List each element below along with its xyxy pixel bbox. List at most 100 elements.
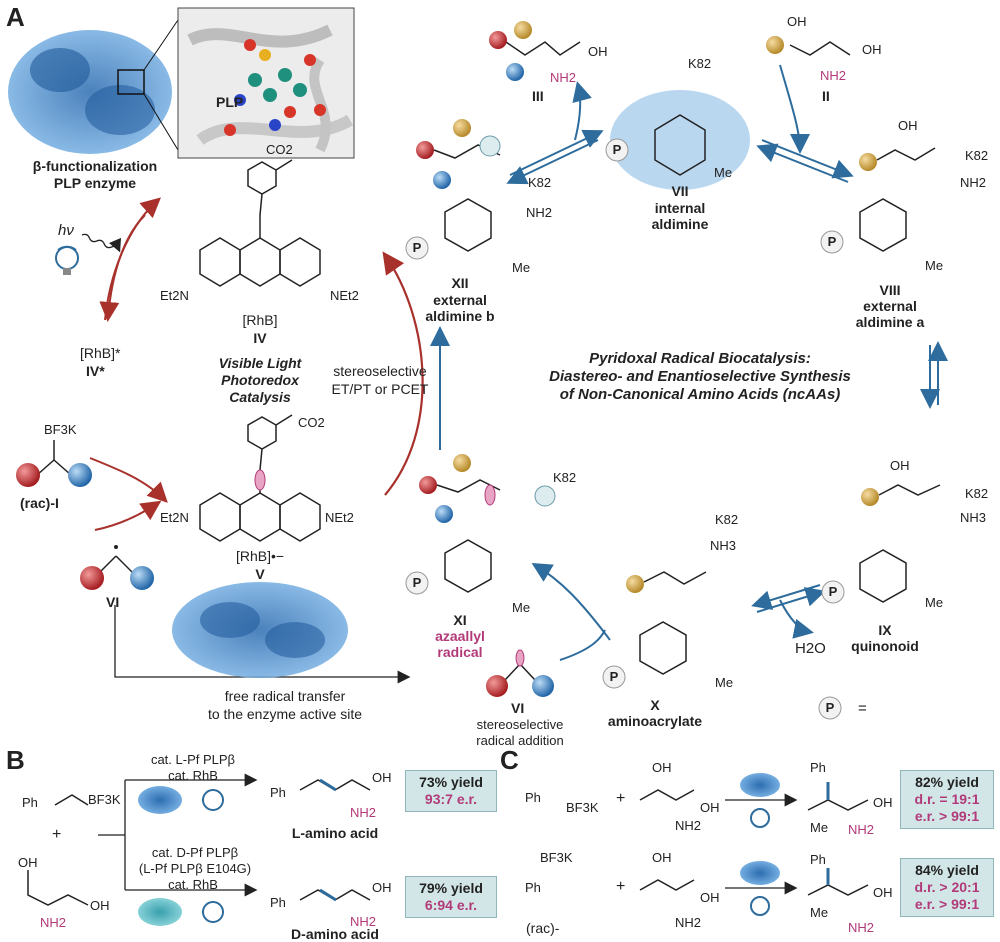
net2-iv: NEt2	[330, 288, 359, 303]
photoredox-title-3: Catalysis	[229, 389, 291, 405]
p-ix: P	[828, 584, 838, 599]
c-oh-prod-2: OH	[873, 885, 893, 900]
radical-addition-arrow-tail	[559, 629, 606, 661]
release-arrow	[572, 81, 592, 141]
xii-me: Me	[512, 260, 531, 275]
rhb-iv-name: [RhB]	[242, 312, 278, 328]
c-nh2-2: NH2	[675, 915, 702, 930]
b-bot-cond-2: (L-Pf PLPβ E104G)	[138, 861, 252, 876]
radical-vi-left	[80, 545, 154, 590]
vi-right-label: VI	[511, 700, 525, 716]
transfer-line-2: to the enzyme active site	[207, 706, 363, 722]
b-bot-cond-3: cat. RhB	[168, 877, 218, 892]
iii-label: III	[532, 88, 544, 104]
c-bf3k-1: BF3K	[566, 800, 599, 815]
viii-name-1: external	[863, 298, 917, 314]
vi-caption-1: stereoselective	[476, 717, 564, 732]
b-yield-box-2: 79% yield 6:94 e.r.	[405, 876, 497, 918]
water-label: H2O	[795, 640, 826, 657]
vi-left-label: VI	[106, 594, 120, 610]
transfer-line-1: free radical transfer	[224, 688, 346, 704]
c-yield-box-1: 82% yield d.r. = 19:1 e.r. > 99:1	[900, 770, 994, 829]
co2-label-iv: CO2	[266, 142, 293, 157]
b-er-2: 6:94 e.r.	[424, 897, 478, 913]
intermediate-xi-sub	[419, 454, 556, 523]
iv-label: IV	[253, 330, 267, 346]
hv-label: hν	[58, 222, 74, 239]
c-dr-1: d.r. = 19:1	[914, 791, 980, 807]
product-iii	[489, 21, 581, 81]
stereo-line-2: ET/PT or PCET	[331, 381, 429, 397]
xi-k82: K82	[553, 470, 577, 485]
intermediate-ix-sub	[861, 484, 941, 506]
rhb-star-label: [RhB]*	[80, 345, 121, 361]
vii-to-viii-arrow	[761, 139, 854, 179]
relaxation-arrow	[99, 214, 146, 322]
vii-me: Me	[714, 165, 733, 180]
oxidation-arrow	[89, 457, 168, 503]
lightbulb-icon	[55, 245, 79, 275]
water-release-arrow	[779, 599, 814, 639]
b-prod-d: D-amino acid	[291, 926, 379, 942]
b-plus: +	[52, 826, 62, 843]
viii-me: Me	[925, 258, 944, 273]
p-equals: =	[858, 700, 867, 717]
ii-label: II	[822, 88, 830, 104]
title-line-2: Diastereo- and Enantioselective Synthesi…	[549, 368, 851, 385]
amino-acid-ii	[766, 36, 851, 56]
c-yield-box-2: 84% yield d.r. > 20:1 e.r. > 99:1	[900, 858, 994, 917]
xi-name-1: azaallyl	[435, 628, 485, 644]
c-yield-2: 84% yield	[915, 862, 979, 878]
title-line-1: Pyridoxal Radical Biocatalysis:	[589, 350, 811, 367]
et2n-v: Et2N	[160, 510, 189, 525]
bond-highlight-l	[319, 778, 337, 792]
xi-label: XI	[453, 612, 467, 628]
xii-name-2: aldimine b	[425, 308, 495, 324]
substrate-entry-arrow	[779, 64, 810, 154]
vii-k82: K82	[688, 56, 712, 71]
iii-oh: OH	[588, 44, 608, 59]
iv-star-label: IV*	[86, 363, 105, 379]
substrate-rac-i	[16, 440, 92, 487]
enzyme-surface-top	[8, 19, 179, 154]
panel-b-arrows	[98, 773, 258, 897]
viii-k82: K82	[965, 148, 989, 163]
x-name: aminoacrylate	[607, 713, 703, 729]
c-oh-prod-1: OH	[873, 795, 893, 810]
c-ph-2: Ph	[525, 880, 541, 895]
phosphate-circles	[405, 138, 845, 720]
ix-name: quinonoid	[851, 638, 919, 654]
x-me: Me	[715, 675, 734, 690]
bf3k-label: BF3K	[44, 422, 77, 437]
c-plus-2: +	[616, 878, 626, 895]
xii-k82: K82	[528, 175, 552, 190]
stereo-line-1: stereoselective	[333, 363, 427, 379]
et2n-iv: Et2N	[160, 288, 189, 303]
rhodamine-b-iv	[199, 159, 321, 287]
intermediate-viii-sub	[859, 147, 936, 171]
enzyme-caption-2: PLP enzyme	[53, 175, 137, 191]
b-oh: OH	[18, 855, 38, 870]
viii-oh: OH	[898, 118, 918, 133]
panel-label-a: A	[6, 2, 25, 32]
co2-label-v: CO2	[298, 415, 325, 430]
p-x: P	[609, 669, 619, 684]
c-ph-prod-2: Ph	[810, 852, 826, 867]
xii-to-vii-arrow	[509, 129, 604, 176]
x-k82: K82	[715, 512, 739, 527]
xi-name-2: radical	[437, 644, 483, 660]
ix-nh3: NH3	[960, 510, 987, 525]
p-xii: P	[412, 240, 422, 255]
c-ph-prod-1: Ph	[810, 760, 826, 775]
b-yield-box-1: 73% yield 93:7 e.r.	[405, 770, 497, 812]
radical-orbital	[254, 469, 266, 491]
b-yield-1: 73% yield	[419, 774, 483, 790]
rac-i-label: (rac)-I	[20, 495, 59, 511]
c-er-2: e.r. > 99:1	[914, 896, 980, 912]
c-nh2-prod-1: NH2	[848, 822, 875, 837]
c-ph-1: Ph	[525, 790, 541, 805]
c-bf3k-2: BF3K	[540, 850, 573, 865]
b-nh2-d: NH2	[350, 914, 377, 929]
vii-name-2: aldimine	[651, 216, 709, 232]
x-label: X	[650, 697, 660, 713]
